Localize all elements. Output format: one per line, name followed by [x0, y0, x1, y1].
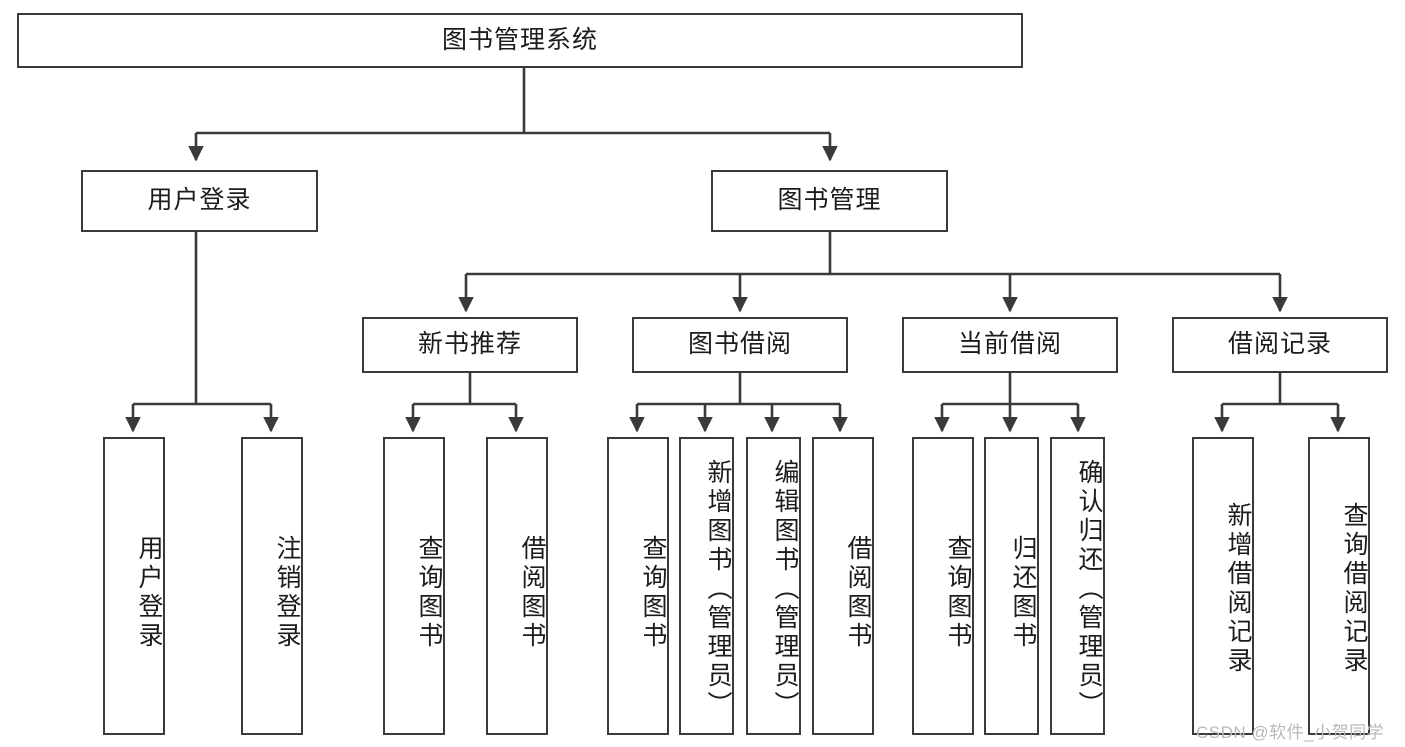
leaf-query-book-current[interactable]: 查询图书 — [912, 437, 974, 735]
node-current-borrow[interactable]: 当前借阅 — [902, 317, 1118, 373]
leaf-query-book-borrow[interactable]: 查询图书 — [607, 437, 669, 735]
node-book-borrow[interactable]: 图书借阅 — [632, 317, 848, 373]
node-label: 新书推荐 — [417, 330, 522, 359]
leaf-borrow-book[interactable]: 借阅图书 — [812, 437, 874, 735]
node-label: 图书借阅 — [687, 330, 792, 359]
leaf-user-login[interactable]: 用户登录 — [103, 437, 165, 735]
leaf-return-book[interactable]: 归还图书 — [984, 437, 1039, 735]
leaf-logout[interactable]: 注销登录 — [241, 437, 303, 735]
node-label: 图书管理 — [777, 186, 882, 215]
leaf-query-borrow-record[interactable]: 查询借阅记录 — [1308, 437, 1370, 735]
node-label: 用户登录 — [147, 186, 252, 215]
node-root-book-management-system[interactable]: 图书管理系统 — [17, 13, 1023, 68]
leaf-edit-book-admin[interactable]: 编辑图书（管理员） — [746, 437, 801, 735]
leaf-add-borrow-record[interactable]: 新增借阅记录 — [1192, 437, 1254, 735]
leaf-query-book-recommend[interactable]: 查询图书 — [383, 437, 445, 735]
node-label: 查询图书 — [944, 535, 972, 651]
node-label: 归还图书 — [1009, 535, 1037, 651]
node-user-login[interactable]: 用户登录 — [81, 170, 318, 232]
node-label: 查询图书 — [639, 535, 667, 651]
node-new-book-recommendation[interactable]: 新书推荐 — [362, 317, 578, 373]
node-label: 借阅图书 — [518, 535, 546, 651]
node-label: 查询借阅记录 — [1340, 502, 1368, 676]
node-book-management[interactable]: 图书管理 — [711, 170, 948, 232]
node-label: 借阅记录 — [1227, 330, 1332, 359]
node-label: 借阅图书 — [844, 535, 872, 651]
leaf-confirm-return-admin[interactable]: 确认归还（管理员） — [1050, 437, 1105, 735]
node-label: 用户登录 — [135, 535, 163, 651]
node-label: 新增图书（管理员） — [704, 458, 732, 720]
leaf-add-book-admin[interactable]: 新增图书（管理员） — [679, 437, 734, 735]
node-label: 当前借阅 — [957, 330, 1062, 359]
watermark-text: CSDN @软件_小贺同学 — [1196, 723, 1385, 742]
node-label: 图书管理系统 — [441, 25, 598, 54]
node-label: 注销登录 — [273, 535, 301, 651]
leaf-borrow-book-recommend[interactable]: 借阅图书 — [486, 437, 548, 735]
node-label: 编辑图书（管理员） — [771, 458, 799, 720]
node-label: 查询图书 — [415, 535, 443, 651]
node-label: 确认归还（管理员） — [1075, 458, 1103, 720]
node-borrow-records[interactable]: 借阅记录 — [1172, 317, 1388, 373]
node-label: 新增借阅记录 — [1224, 502, 1252, 676]
csdn-watermark: CSDN @软件_小贺同学 — [1196, 718, 1384, 743]
